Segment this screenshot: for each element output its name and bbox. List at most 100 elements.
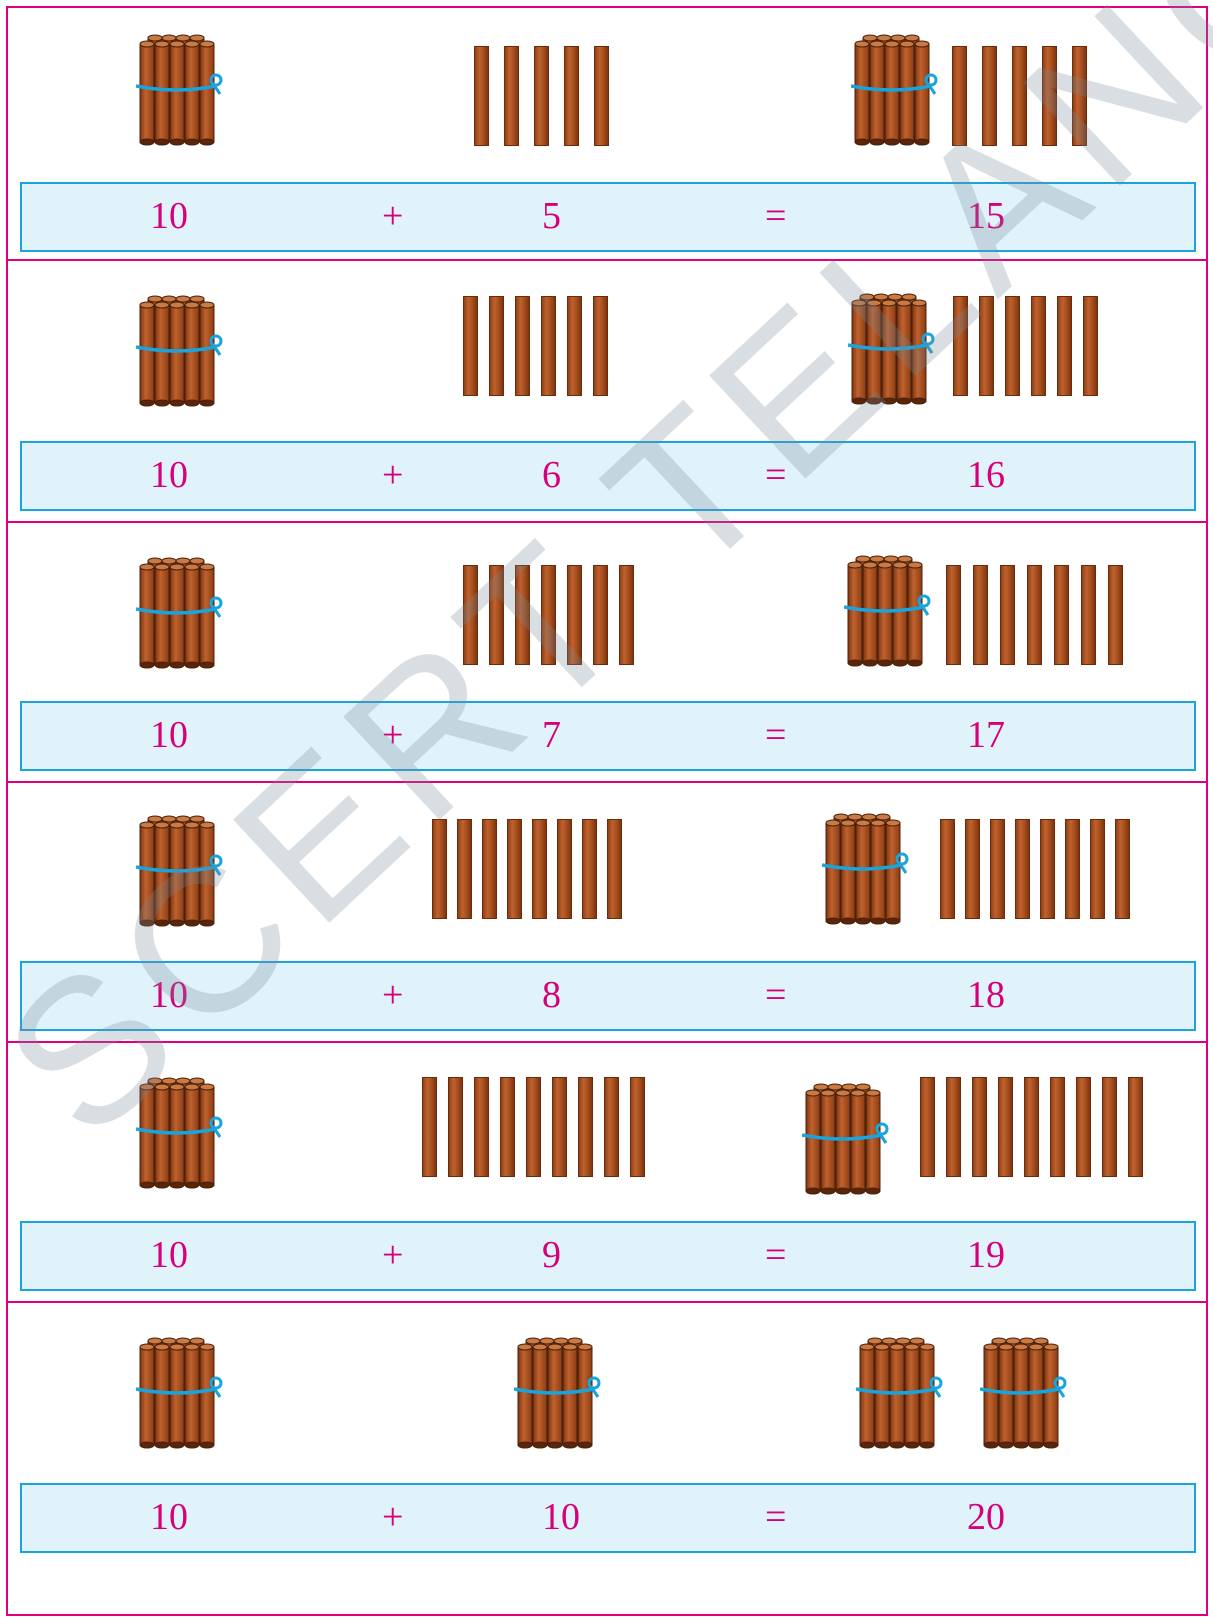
bundle-of-ten-icon	[136, 30, 226, 150]
equation-bar: 10 + 8 = 18	[20, 961, 1196, 1031]
addend-ones: 8	[542, 973, 561, 1017]
single-stick-icon	[1076, 1077, 1091, 1177]
single-stick-icon	[1015, 819, 1030, 919]
bundle-of-ten-icon	[980, 1333, 1070, 1453]
single-stick-icon	[507, 819, 522, 919]
equals-sign: =	[765, 973, 786, 1017]
addend-tens: 10	[150, 453, 188, 497]
single-stick-icon	[578, 1077, 593, 1177]
single-stick-icon	[463, 565, 478, 665]
bundle-of-ten-icon	[802, 1079, 892, 1199]
sum-value: 15	[967, 194, 1005, 238]
bundle-of-ten-icon	[856, 1333, 946, 1453]
single-stick-icon	[1057, 296, 1072, 396]
single-stick-icon	[1024, 1077, 1039, 1177]
addend-ones: 6	[542, 453, 561, 497]
equals-sign: =	[765, 453, 786, 497]
single-stick-icon	[982, 46, 997, 146]
single-stick-icon	[1115, 819, 1130, 919]
bundle-of-ten-icon	[136, 811, 226, 931]
bundle-of-ten-icon	[844, 551, 934, 671]
equation-row-4: 10 + 8 = 18	[6, 783, 1208, 1043]
single-stick-icon	[526, 1077, 541, 1177]
single-stick-icon	[457, 819, 472, 919]
equation-row-2: 10 + 6 = 16	[6, 261, 1208, 523]
sum-value: 20	[967, 1495, 1005, 1539]
single-stick-icon	[604, 1077, 619, 1177]
plus-sign: +	[382, 973, 403, 1017]
equation-bar: 10 + 10 = 20	[20, 1483, 1196, 1553]
single-stick-icon	[593, 296, 608, 396]
equation-bar: 10 + 7 = 17	[20, 701, 1196, 771]
bundle-of-ten-icon	[136, 1073, 226, 1193]
plus-sign: +	[382, 713, 403, 757]
bundle-of-ten-icon	[848, 289, 938, 409]
equation-row-3: 10 + 7 = 17	[6, 523, 1208, 783]
equation-row-6: 10 + 10 = 20	[6, 1303, 1208, 1616]
single-stick-icon	[489, 296, 504, 396]
single-stick-icon	[1102, 1077, 1117, 1177]
equals-sign: =	[765, 194, 786, 238]
bundle-of-ten-icon	[136, 291, 226, 411]
single-stick-icon	[1108, 565, 1123, 665]
single-stick-icon	[1128, 1077, 1143, 1177]
single-stick-icon	[972, 1077, 987, 1177]
single-stick-icon	[920, 1077, 935, 1177]
plus-sign: +	[382, 1233, 403, 1277]
single-stick-icon	[1027, 565, 1042, 665]
addend-ones: 7	[542, 713, 561, 757]
sum-value: 18	[967, 973, 1005, 1017]
single-stick-icon	[541, 296, 556, 396]
equation-row-1: 10 + 5 = 15	[6, 6, 1208, 261]
single-stick-icon	[630, 1077, 645, 1177]
sum-value: 19	[967, 1233, 1005, 1277]
single-stick-icon	[946, 1077, 961, 1177]
single-stick-icon	[552, 1077, 567, 1177]
addend-tens: 10	[150, 1233, 188, 1277]
single-stick-icon	[567, 565, 582, 665]
single-stick-icon	[979, 296, 994, 396]
single-stick-icon	[567, 296, 582, 396]
single-stick-icon	[1050, 1077, 1065, 1177]
single-stick-icon	[482, 819, 497, 919]
plus-sign: +	[382, 453, 403, 497]
addend-ones: 9	[542, 1233, 561, 1277]
single-stick-icon	[1090, 819, 1105, 919]
bundle-of-ten-icon	[136, 553, 226, 673]
single-stick-icon	[953, 296, 968, 396]
single-stick-icon	[1083, 296, 1098, 396]
single-stick-icon	[1081, 565, 1096, 665]
single-stick-icon	[973, 565, 988, 665]
plus-sign: +	[382, 1495, 403, 1539]
single-stick-icon	[422, 1077, 437, 1177]
single-stick-icon	[946, 565, 961, 665]
single-stick-icon	[940, 819, 955, 919]
addend-tens: 10	[150, 1495, 188, 1539]
addend-tens: 10	[150, 713, 188, 757]
bundle-of-ten-icon	[851, 30, 941, 150]
bundle-of-ten-icon	[822, 809, 912, 929]
single-stick-icon	[564, 46, 579, 146]
addend-tens: 10	[150, 194, 188, 238]
worksheet: 10 + 5 = 15	[6, 6, 1208, 1616]
single-stick-icon	[1005, 296, 1020, 396]
single-stick-icon	[1065, 819, 1080, 919]
addend-ones: 10	[542, 1495, 580, 1539]
single-stick-icon	[557, 819, 572, 919]
single-stick-icon	[582, 819, 597, 919]
single-stick-icon	[607, 819, 622, 919]
single-stick-icon	[1012, 46, 1027, 146]
sum-value: 16	[967, 453, 1005, 497]
single-stick-icon	[500, 1077, 515, 1177]
single-stick-icon	[448, 1077, 463, 1177]
single-stick-icon	[594, 46, 609, 146]
single-stick-icon	[541, 565, 556, 665]
single-stick-icon	[998, 1077, 1013, 1177]
bundle-of-ten-icon	[514, 1333, 604, 1453]
single-stick-icon	[515, 565, 530, 665]
single-stick-icon	[515, 296, 530, 396]
bundle-of-ten-icon	[136, 1333, 226, 1453]
equals-sign: =	[765, 1495, 786, 1539]
single-stick-icon	[990, 819, 1005, 919]
single-stick-icon	[474, 1077, 489, 1177]
